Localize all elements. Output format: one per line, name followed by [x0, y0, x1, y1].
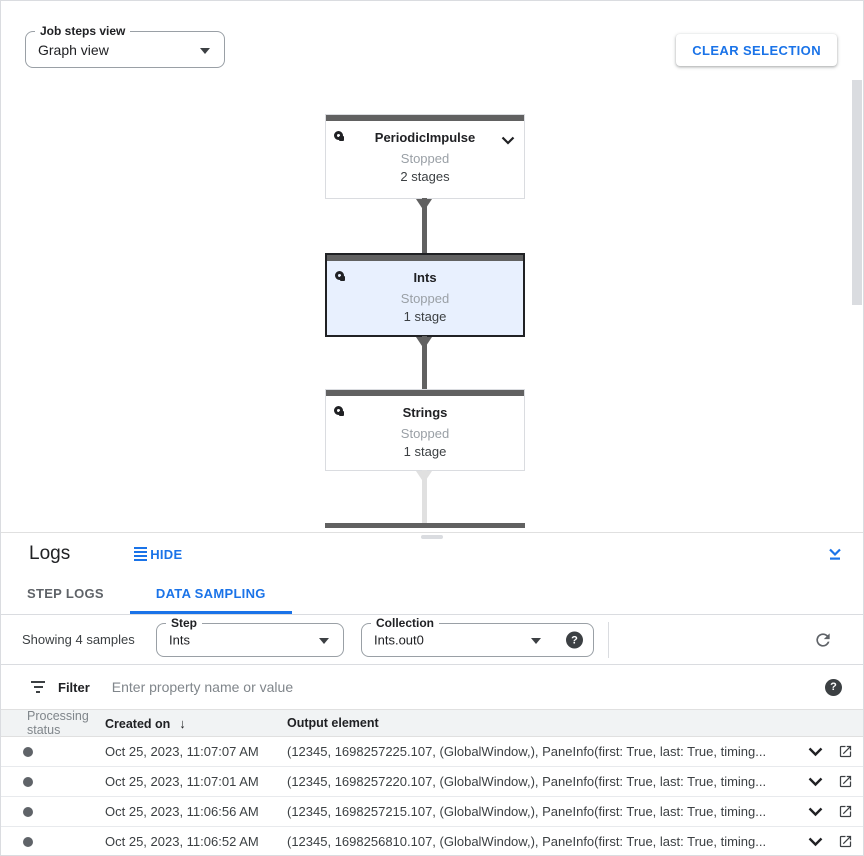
output-element-cell: (12345, 1698256810.107, (GlobalWindow,),…	[287, 834, 767, 849]
hide-label: HIDE	[150, 546, 183, 562]
node-header-bar	[327, 255, 523, 261]
created-on-cell: Oct 25, 2023, 11:07:01 AM	[105, 774, 259, 789]
toolbar-divider	[608, 622, 609, 658]
column-processing-status: Processing status	[27, 709, 89, 737]
dropdown-arrow-icon	[319, 638, 329, 644]
job-steps-view-label: Job steps view	[35, 24, 131, 38]
processing-status-dot	[23, 806, 33, 817]
edge-strings-down	[422, 470, 427, 524]
filter-label: Filter	[58, 679, 90, 695]
node-title: Ints	[413, 270, 437, 285]
processing-status-dot	[23, 836, 33, 847]
step-select-value: Ints	[169, 632, 190, 648]
logs-tabs: STEP LOGS DATA SAMPLING	[1, 575, 863, 615]
open-in-new-icon[interactable]	[838, 834, 853, 849]
tab-step-logs[interactable]: STEP LOGS	[27, 585, 104, 601]
filter-bar: Filter ?	[1, 665, 863, 710]
node-status: Stopped	[400, 426, 450, 441]
column-output-element: Output element	[287, 716, 379, 730]
stopped-status-icon	[334, 406, 344, 416]
showing-samples-count: Showing 4 samples	[22, 632, 135, 647]
created-on-cell: Oct 25, 2023, 11:06:52 AM	[105, 834, 259, 849]
tab-data-sampling[interactable]: DATA SAMPLING	[129, 575, 292, 614]
node-status: Stopped	[400, 151, 450, 166]
expand-row-chevron-icon[interactable]	[808, 777, 823, 787]
sort-descending-icon: ↓	[179, 715, 186, 731]
column-created-on[interactable]: Created on↓	[105, 715, 186, 731]
open-in-new-icon[interactable]	[838, 804, 853, 819]
collection-select-label: Collection	[371, 616, 440, 630]
collection-help-icon[interactable]: ?	[566, 631, 583, 649]
edge-ints-to-strings	[422, 336, 427, 390]
created-on-cell: Oct 25, 2023, 11:07:07 AM	[105, 744, 259, 759]
open-in-new-icon[interactable]	[838, 744, 853, 759]
dropdown-arrow-icon	[531, 638, 541, 644]
hide-logs-button[interactable]: HIDE	[134, 547, 182, 562]
log-lines-icon	[134, 547, 148, 561]
filter-help-icon[interactable]: ?	[825, 678, 842, 696]
node-header-bar	[326, 115, 524, 121]
partially-hidden-node	[325, 523, 525, 528]
panel-drag-handle[interactable]	[421, 535, 443, 539]
logs-panel: Logs HIDE STEP LOGS DATA SAMPLING Showin…	[1, 532, 863, 855]
filter-input[interactable]	[111, 679, 825, 695]
output-element-cell: (12345, 1698257220.107, (GlobalWindow,),…	[287, 774, 767, 789]
sampling-toolbar: Showing 4 samples Step Ints Collection I…	[1, 615, 863, 665]
clear-selection-button[interactable]: CLEAR SELECTION	[676, 34, 837, 66]
collection-select-value: Ints.out0	[374, 632, 424, 648]
collapse-panel-icon[interactable]	[827, 546, 843, 562]
node-title: PeriodicImpulse	[374, 130, 476, 145]
node-header-bar	[326, 390, 524, 396]
expand-node-chevron-icon[interactable]	[501, 132, 515, 150]
graph-node-ints[interactable]: Ints Stopped 1 stage	[325, 253, 525, 337]
logs-header: Logs HIDE	[1, 533, 863, 575]
stopped-status-icon	[335, 271, 345, 281]
table-row[interactable]: Oct 25, 2023, 11:06:52 AM (12345, 169825…	[1, 827, 863, 855]
collection-select[interactable]: Collection Ints.out0 ?	[361, 616, 594, 657]
expand-row-chevron-icon[interactable]	[808, 747, 823, 757]
node-stages: 1 stage	[403, 444, 447, 459]
dropdown-arrow-icon	[200, 47, 210, 54]
filter-icon	[31, 681, 45, 693]
job-steps-view-select[interactable]: Job steps view Graph view	[25, 24, 225, 68]
expand-row-chevron-icon[interactable]	[808, 837, 823, 847]
table-row[interactable]: Oct 25, 2023, 11:07:07 AM (12345, 169825…	[1, 737, 863, 767]
step-select[interactable]: Step Ints	[156, 616, 344, 657]
processing-status-dot	[23, 776, 33, 787]
table-row[interactable]: Oct 25, 2023, 11:06:56 AM (12345, 169825…	[1, 797, 863, 827]
graph-node-strings[interactable]: Strings Stopped 1 stage	[325, 389, 525, 471]
output-element-cell: (12345, 1698257215.107, (GlobalWindow,),…	[287, 804, 767, 819]
logs-panel-title: Logs	[29, 543, 71, 564]
output-element-cell: (12345, 1698257225.107, (GlobalWindow,),…	[287, 744, 767, 759]
edge-periodicimpulse-to-ints	[422, 198, 427, 254]
processing-status-dot	[23, 746, 33, 757]
table-header: Processing status Created on↓ Output ele…	[1, 709, 863, 737]
node-title: Strings	[402, 405, 448, 420]
job-steps-view-value: Graph view	[38, 41, 109, 58]
created-on-cell: Oct 25, 2023, 11:06:56 AM	[105, 804, 259, 819]
node-status: Stopped	[400, 291, 450, 306]
node-stages: 1 stage	[403, 309, 447, 324]
node-stages: 2 stages	[400, 169, 450, 184]
graph-node-periodicimpulse[interactable]: PeriodicImpulse Stopped 2 stages	[325, 114, 525, 199]
edge-arrow-icon	[416, 337, 432, 349]
table-row[interactable]: Oct 25, 2023, 11:07:01 AM (12345, 169825…	[1, 767, 863, 797]
job-graph-pane: Job steps view Graph view CLEAR SELECTIO…	[1, 1, 863, 532]
step-select-label: Step	[166, 616, 203, 630]
expand-row-chevron-icon[interactable]	[808, 807, 823, 817]
open-in-new-icon[interactable]	[838, 774, 853, 789]
edge-arrow-icon	[416, 471, 432, 483]
refresh-samples-icon[interactable]	[813, 630, 833, 650]
stopped-status-icon	[334, 131, 344, 141]
graph-scrollbar[interactable]	[852, 80, 862, 305]
edge-arrow-icon	[416, 199, 432, 211]
